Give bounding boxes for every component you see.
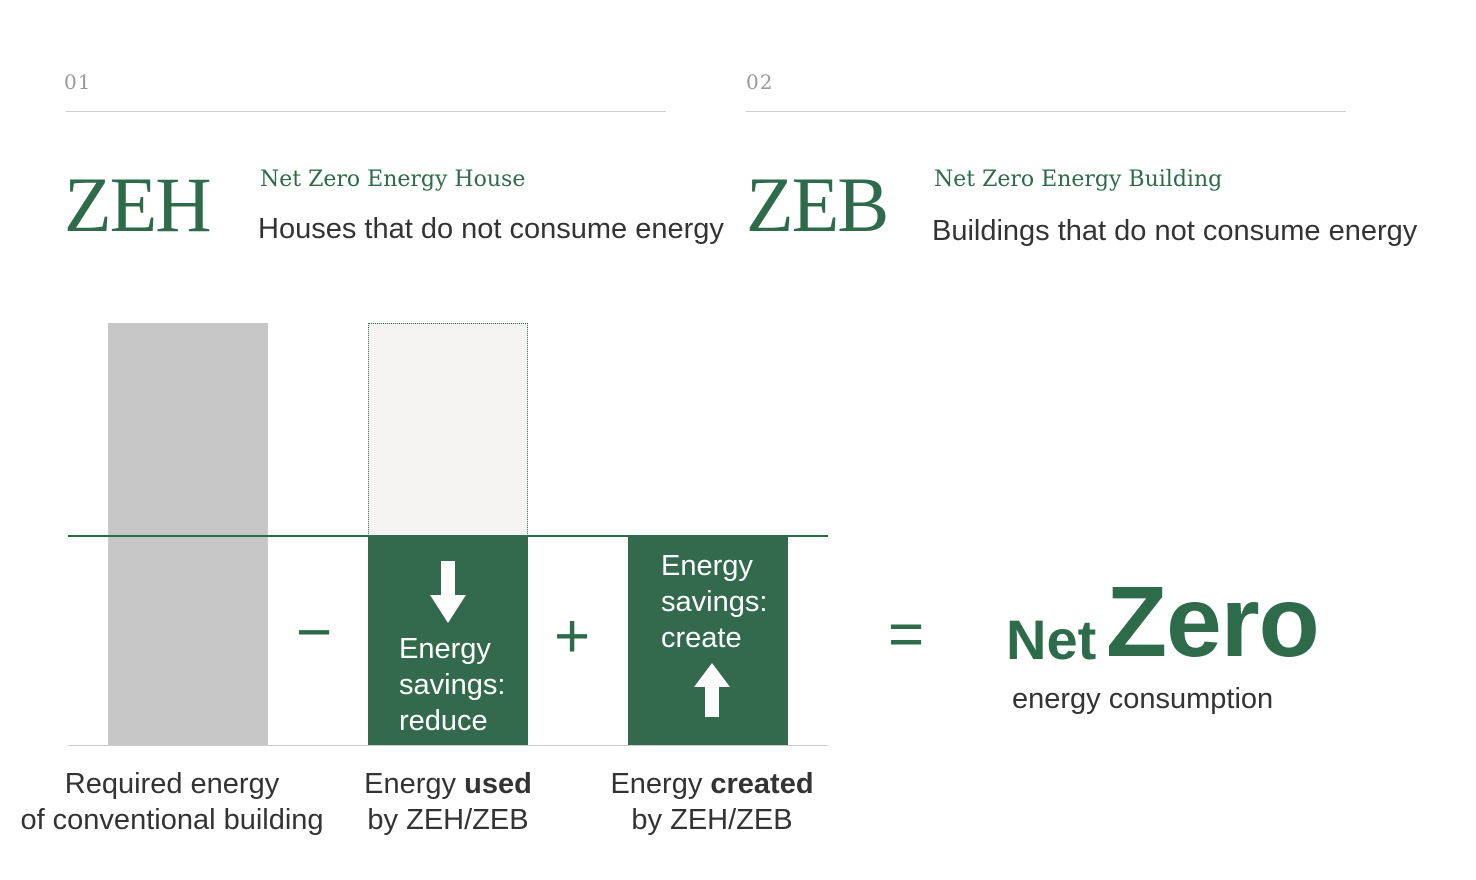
minus-operator: − (296, 598, 333, 667)
label-conventional-energy: Required energy of conventional building (12, 766, 332, 838)
description-zeb: Buildings that do not consume energy (932, 215, 1418, 247)
section-divider-02 (746, 111, 1346, 112)
bar-text-line: reduce (399, 705, 488, 737)
bar-text-line: savings: (399, 669, 506, 701)
label-emphasis: used (464, 768, 532, 800)
equals-operator: = (888, 600, 925, 669)
label-prefix: Energy (364, 768, 465, 800)
energy-used-bar-text: Energy savings: reduce (399, 631, 505, 739)
full-name-zeh: Net Zero Energy House (260, 167, 526, 192)
bar-text-line: Energy (399, 633, 491, 665)
up-arrow-icon (694, 663, 730, 717)
energy-used-bar: Energy savings: reduce (368, 537, 528, 746)
bar-text-line: create (661, 622, 742, 654)
energy-created-bar-text: Energy savings: create (661, 548, 767, 656)
label-prefix: Energy (610, 768, 711, 800)
energy-created-bar: Energy savings: create (628, 537, 788, 746)
description-zeh: Houses that do not consume energy (258, 213, 724, 245)
net-label: Net (1006, 608, 1097, 671)
label-energy-used: Energy used by ZEH/ZEB (346, 766, 550, 838)
section-divider-01 (66, 111, 666, 112)
label-line: of conventional building (20, 804, 324, 836)
bar-text-line: savings: (661, 586, 768, 618)
acronym-zeh: ZEH (64, 161, 212, 248)
energy-consumption-caption: energy consumption (1012, 683, 1274, 715)
label-energy-created: Energy created by ZEH/ZEB (598, 766, 826, 838)
label-line: by ZEH/ZEB (631, 804, 793, 836)
diagram-baseline (68, 745, 828, 746)
label-line: Energy used (346, 766, 550, 802)
conventional-energy-bar (108, 323, 268, 745)
section-number-01: 01 (64, 70, 92, 94)
down-arrow-icon (430, 561, 466, 623)
saved-energy-ghost-bar (368, 323, 528, 536)
bar-text-line: Energy (661, 550, 753, 582)
label-line: Required energy (64, 768, 280, 800)
label-line: Energy created (598, 766, 826, 802)
zero-energy-line (68, 535, 828, 537)
full-name-zeb: Net Zero Energy Building (934, 167, 1223, 192)
label-line: by ZEH/ZEB (367, 804, 529, 836)
label-emphasis: created (710, 768, 814, 800)
plus-operator: + (554, 602, 591, 671)
section-number-02: 02 (746, 70, 774, 94)
acronym-zeb: ZEB (746, 161, 889, 248)
zero-label: Zero (1106, 566, 1320, 678)
